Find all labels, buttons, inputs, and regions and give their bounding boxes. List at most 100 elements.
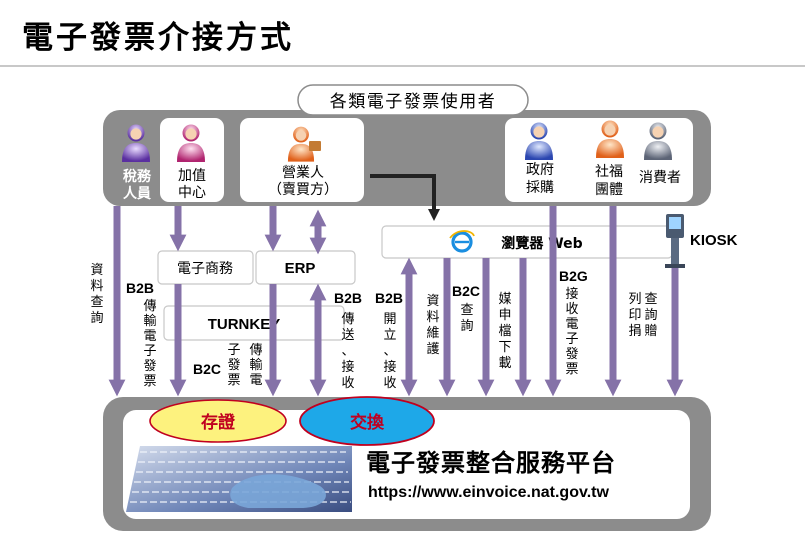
exchange-label: 交換 — [350, 412, 385, 433]
b2b-send-receive-prefix: B2B — [334, 290, 362, 306]
data-maintenance-char-4: 護 — [426, 341, 439, 357]
value-added-center-label-1: 加值 — [178, 168, 206, 184]
data-maintenance-char-3: 維 — [426, 326, 439, 341]
turnkey-box — [163, 305, 345, 341]
b2b-send-receive-label: 傳 送 、 接 收 — [341, 312, 354, 391]
media-download-char-2: 申 — [498, 308, 511, 323]
page-title: 電子發票介接方式 — [22, 20, 294, 56]
social-welfare-label-1: 社福 — [595, 164, 623, 180]
b2b-issue-receive-char-2: 立 — [383, 328, 396, 343]
b2b-issue-receive-label: 開 立 、 接 收 — [383, 312, 396, 391]
data-maintenance-char-2: 料 — [426, 310, 439, 325]
b2b-transmit-char-6: 票 — [143, 374, 156, 389]
b2c-query-char-1: 查 — [460, 303, 473, 318]
b2c-transmit-label: 傳 輸 電 子 發 票 — [227, 343, 262, 388]
print-col-char-2: 印 — [628, 308, 641, 323]
tax-query-char-2: 料 — [90, 279, 103, 294]
data-maintenance-char-1: 資 — [426, 294, 439, 309]
query-col-char-2: 詢 — [644, 307, 657, 323]
receive-einvoice-char-2: 收 — [565, 302, 578, 317]
b2c-query-char-2: 詢 — [460, 318, 473, 334]
b2c-transmit-col1-char-2: 輸 — [249, 358, 262, 373]
media-download-char-4: 下 — [498, 340, 511, 355]
exchange-ellipse — [299, 396, 435, 446]
b2b-issue-receive-char-3: 、 — [383, 344, 396, 359]
b2b-transmit-prefix: B2B — [126, 280, 154, 296]
platform-url: https://www.einvoice.nat.gov.tw — [368, 484, 609, 501]
b2b-transmit-char-4: 子 — [143, 344, 156, 359]
business-to-browser-arrow — [370, 174, 440, 221]
b2b-transmit-label: 傳 輸 電 子 發 票 — [143, 299, 156, 389]
query-print-donate-label: 查 詢 列 印 捐 贈 — [628, 292, 657, 339]
users-label: 各類電子發票使用者 — [330, 91, 497, 112]
ecommerce-label: 電子商務 — [177, 261, 233, 277]
tax-officer-label-1: 稅務 — [123, 168, 152, 185]
turnkey-label: TURNKEY — [208, 316, 281, 333]
print-col-char-1: 列 — [628, 292, 641, 307]
media-file-download-label: 媒 申 檔 下 載 — [498, 292, 511, 371]
tax-query-label: 資 料 查 詢 — [90, 263, 103, 326]
storage-label: 存證 — [201, 412, 236, 433]
kiosk-label: KIOSK — [690, 232, 738, 249]
b2c-query-prefix: B2C — [452, 283, 480, 299]
b2b-send-receive-char-2: 送 — [341, 328, 354, 343]
tax-officer-label-2: 人員 — [123, 185, 151, 202]
b2b-issue-receive-char-4: 接 — [383, 359, 396, 375]
b2b-issue-receive-prefix: B2B — [375, 290, 403, 306]
tax-query-char-4: 詢 — [90, 310, 103, 326]
query-col-char-1: 查 — [644, 292, 657, 307]
storage-ellipse — [149, 399, 287, 443]
b2b-issue-receive-char-5: 收 — [383, 376, 396, 391]
flow-arrows — [108, 206, 684, 397]
tax-query-char-3: 查 — [90, 295, 103, 310]
value-added-center-label-2: 中心 — [178, 185, 206, 201]
b2c-transmit-col1-char-1: 傳 — [249, 343, 262, 358]
b2b-transmit-char-3: 電 — [143, 329, 156, 344]
public-users-card — [505, 118, 693, 202]
business-label-1: 營業人 — [282, 165, 324, 181]
ie-browser-icon — [449, 230, 475, 253]
tax-query-char-1: 資 — [90, 263, 103, 278]
receive-einvoice-char-4: 子 — [565, 332, 578, 347]
b2g-prefix: B2G — [559, 268, 588, 284]
b2c-transmit-col2-char-1: 子 — [227, 343, 240, 358]
ecommerce-box — [157, 250, 254, 285]
data-maintenance-label: 資 料 維 護 — [426, 294, 439, 357]
b2b-send-receive-char-1: 傳 — [341, 312, 354, 327]
b2c-transmit-prefix: B2C — [193, 361, 221, 377]
b2c-transmit-col2-char-3: 票 — [227, 373, 240, 388]
social-welfare-label-2: 團體 — [595, 182, 623, 198]
b2b-send-receive-char-4: 接 — [341, 359, 354, 375]
business-person-icon — [287, 126, 321, 162]
media-download-char-3: 檔 — [498, 324, 511, 339]
b2b-transmit-char-1: 傳 — [143, 299, 156, 314]
media-download-char-1: 媒 — [498, 292, 511, 307]
donate-col-char-2: 贈 — [644, 323, 657, 339]
kiosk-icon — [665, 214, 685, 268]
b2b-transmit-char-2: 輸 — [143, 314, 156, 329]
government-label-1: 政府 — [526, 162, 554, 178]
receive-einvoice-char-3: 電 — [565, 317, 578, 332]
media-download-char-5: 載 — [498, 356, 511, 371]
b2b-issue-receive-char-1: 開 — [383, 312, 396, 327]
business-label-2: （賣買方） — [268, 182, 338, 198]
receive-einvoice-char-1: 接 — [565, 286, 578, 302]
keyboard-photo — [126, 446, 352, 512]
b2b-send-receive-char-3: 、 — [341, 344, 354, 359]
b2b-transmit-char-5: 發 — [143, 359, 156, 374]
platform-name: 電子發票整合服務平台 — [366, 449, 616, 477]
erp-label: ERP — [285, 260, 316, 277]
erp-box — [255, 250, 356, 285]
receive-einvoice-label: 接 收 電 子 發 票 — [565, 286, 578, 377]
users-label-pill — [297, 84, 529, 116]
government-label-2: 採購 — [526, 180, 554, 196]
receive-einvoice-char-5: 發 — [565, 347, 578, 362]
b2c-query-label: 查 詢 — [460, 303, 473, 334]
browser-label: 瀏覽器 Web — [501, 235, 582, 252]
consumer-label: 消費者 — [639, 170, 681, 186]
b2b-send-receive-char-5: 收 — [341, 376, 354, 391]
donate-col-char-1: 捐 — [628, 324, 641, 339]
receive-einvoice-char-6: 票 — [565, 362, 578, 377]
b2c-transmit-col2-char-2: 發 — [227, 358, 240, 373]
